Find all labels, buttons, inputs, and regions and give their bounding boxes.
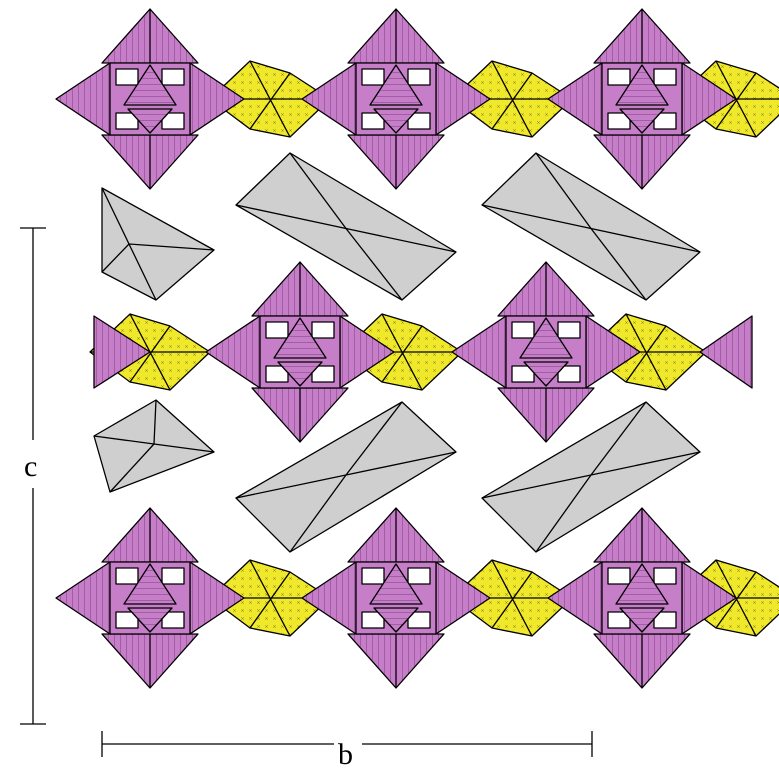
window: [361, 112, 385, 130]
window: [607, 68, 631, 86]
window: [407, 611, 431, 629]
window: [361, 567, 385, 585]
grey-polyhedron: [93, 399, 215, 493]
window: [161, 68, 185, 86]
inner-triangle: [123, 64, 177, 106]
octahedron-left: [547, 561, 603, 635]
octahedron-left: [301, 561, 357, 635]
inner-triangle: [123, 563, 177, 605]
window: [511, 365, 535, 383]
window: [161, 567, 185, 585]
inner-triangle: [615, 64, 669, 106]
inner-triangle: [369, 64, 423, 106]
grey-polyhedron-face: [481, 401, 701, 553]
octahedron-left: [205, 315, 261, 389]
inner-triangle: [615, 563, 669, 605]
octahedral-cluster: [55, 507, 245, 689]
grey-polyhedron: [235, 401, 457, 553]
window: [115, 611, 139, 629]
grey-polyhedron: [481, 401, 701, 553]
c-axis-scale-bar: c: [20, 227, 46, 725]
window: [265, 365, 289, 383]
b-axis-scale-bar: b: [101, 731, 593, 770]
window: [607, 567, 631, 585]
inner-triangle: [277, 361, 323, 387]
window: [311, 321, 335, 339]
octahedron-left: [55, 62, 111, 136]
inner-triangle: [523, 361, 569, 387]
octahedron-left: [547, 62, 603, 136]
tetrahedral-group: [585, 313, 707, 391]
window: [407, 112, 431, 130]
window: [115, 68, 139, 86]
octahedral-cluster: [547, 507, 737, 689]
octahedral-cluster: [451, 261, 641, 443]
window: [557, 321, 581, 339]
grey-polyhedron: [481, 152, 701, 301]
inner-triangle: [519, 317, 573, 359]
octahedron-left: [55, 561, 111, 635]
octahedral-cluster: [205, 261, 395, 443]
inner-triangle: [373, 108, 419, 134]
window: [653, 567, 677, 585]
window: [311, 365, 335, 383]
inner-triangle: [127, 607, 173, 633]
octahedron-left: [451, 315, 507, 389]
polyhedra-layers: [55, 8, 779, 689]
edge-pyramid: [93, 315, 151, 389]
grey-polyhedron-face: [235, 401, 457, 553]
window: [407, 567, 431, 585]
inner-triangle: [273, 317, 327, 359]
octahedral-cluster: [547, 8, 737, 190]
window: [115, 567, 139, 585]
window: [607, 112, 631, 130]
window: [607, 611, 631, 629]
grey-polyhedron-face: [101, 187, 215, 301]
grey-polyhedron-face: [481, 152, 701, 301]
octahedral-cluster: [301, 8, 491, 190]
grey-polyhedron-face: [93, 399, 215, 493]
inner-triangle: [619, 108, 665, 134]
window: [653, 611, 677, 629]
window: [361, 611, 385, 629]
window: [653, 112, 677, 130]
window: [557, 365, 581, 383]
inner-triangle: [619, 607, 665, 633]
grey-polyhedron-face: [235, 152, 457, 301]
window: [653, 68, 677, 86]
inner-triangle: [373, 607, 419, 633]
window: [161, 611, 185, 629]
window: [265, 321, 289, 339]
octahedral-cluster: [301, 507, 491, 689]
window: [161, 112, 185, 130]
window: [407, 68, 431, 86]
b-axis-label: b: [338, 738, 353, 770]
inner-triangle: [369, 563, 423, 605]
window: [115, 112, 139, 130]
window: [361, 68, 385, 86]
octahedron-left: [301, 62, 357, 136]
inner-triangle: [127, 108, 173, 134]
c-axis-label: c: [24, 450, 37, 483]
octahedral-cluster: [55, 8, 245, 190]
window: [511, 321, 535, 339]
edge-pyramid: [699, 315, 753, 389]
grey-polyhedron: [101, 187, 215, 301]
grey-polyhedron: [235, 152, 457, 301]
